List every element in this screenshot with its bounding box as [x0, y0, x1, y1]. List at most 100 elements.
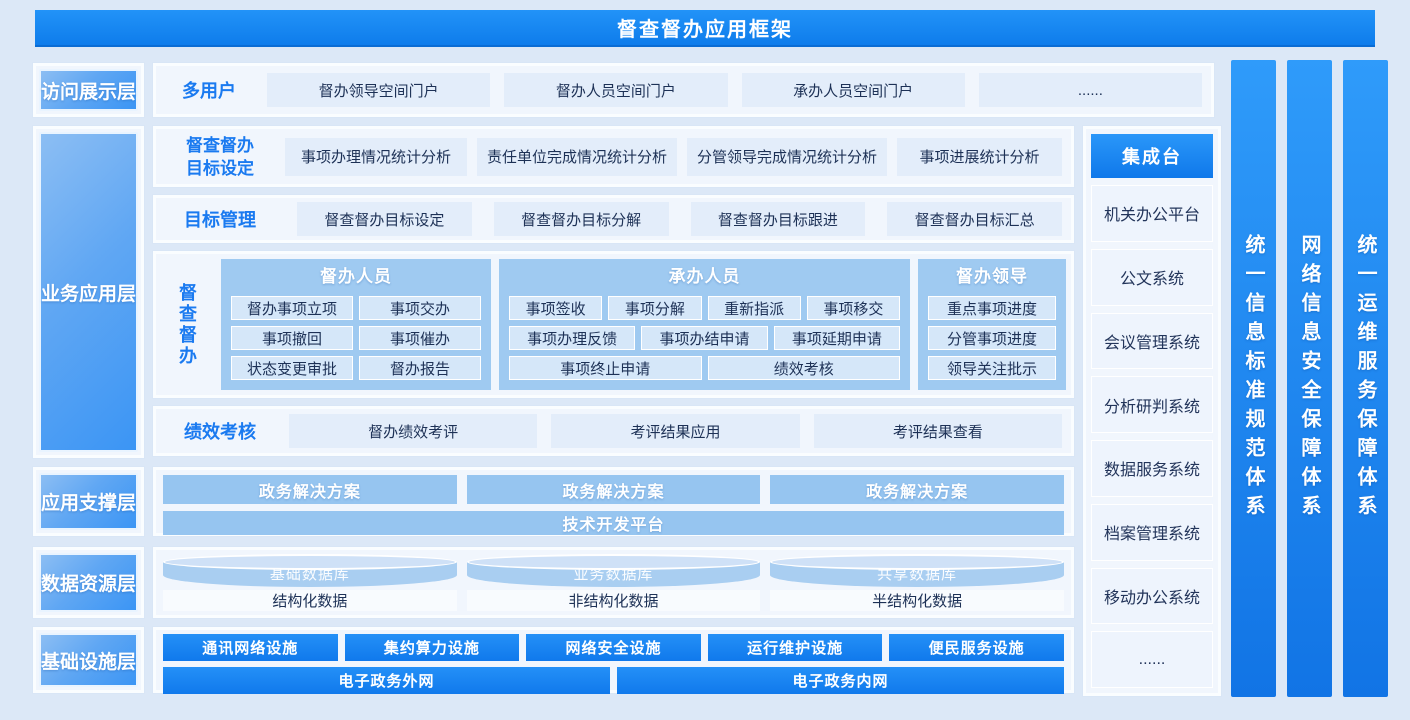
portal-more: ...... [978, 73, 1202, 107]
layer-tab-access: 访问展示层 [32, 62, 145, 118]
item-charge-progress: 分管事项进度 [928, 326, 1056, 350]
networks-row: 电子政务外网 电子政务内网 [163, 667, 1064, 694]
integration-header: 集成台 [1091, 134, 1213, 178]
item-performance-assess: 绩效考核 [707, 356, 900, 380]
item-transfer: 事项移交 [806, 296, 900, 320]
layer-tab-support-label: 应用支撑层 [39, 473, 139, 530]
db-business-type: 非结构化数据 [466, 590, 761, 611]
item-closure-request: 事项办结申请 [641, 326, 768, 350]
pillar-info-standard: 统一信息标准规范体系 [1231, 60, 1276, 697]
layer-tab-business-label: 业务应用层 [39, 132, 139, 452]
system-official-document: 公文系统 [1091, 248, 1213, 306]
target-setting-label: 督查督办 目标设定 [165, 134, 275, 180]
group-undertaking-staff-title: 承办人员 [668, 267, 741, 286]
database-cylinder: 业务数据库 [466, 554, 761, 587]
group-row: 督办事项立项 事项交办 [231, 296, 481, 320]
system-mobile-office: 移动办公系统 [1091, 567, 1213, 625]
target-setting-row: 督查督办 目标设定 事项办理情况统计分析 责任单位完成情况统计分析 分管领导完成… [152, 125, 1075, 188]
item-urging: 事项催办 [359, 326, 481, 350]
infra-row: 通讯网络设施 集约算力设施 网络安全设施 运行维护设施 便民服务设施 电子政务外… [152, 626, 1075, 694]
group-row: 事项终止申请 绩效考核 [509, 356, 900, 380]
layer-tab-business: 业务应用层 [32, 125, 145, 459]
egov-intranet: 电子政务内网 [617, 667, 1064, 694]
facilities-row: 通讯网络设施 集约算力设施 网络安全设施 运行维护设施 便民服务设施 [163, 634, 1064, 661]
integration-column: 集成台 机关办公平台 公文系统 会议管理系统 分析研判系统 数据服务系统 档案管… [1082, 125, 1222, 697]
multi-user-label: 多用户 [182, 81, 236, 101]
db-basic: 基础数据库 结构化数据 [163, 554, 457, 611]
stat-item-handling: 事项办理情况统计分析 [285, 137, 467, 176]
pillar-network-security: 网络信息安全保障体系 [1287, 60, 1332, 697]
group-row: 重点事项进度 [928, 296, 1056, 320]
gov-solution-2: 政务解决方案 [466, 475, 761, 504]
item-termination-request: 事项终止申请 [509, 356, 702, 380]
goal-decomposition: 督查督办目标分解 [493, 202, 669, 236]
db-shared-name: 共享数据库 [770, 562, 1065, 587]
system-office-platform: 机关办公平台 [1091, 185, 1213, 242]
system-data-service: 数据服务系统 [1091, 440, 1213, 497]
supervision-label: 督查督办 [177, 282, 197, 367]
group-supervising-leader: 督办领导 重点事项进度 分管事项进度 领导关注批示 [918, 259, 1066, 390]
group-supervising-staff: 督办人员 督办事项立项 事项交办 事项撤回 事项催办 状态变更审批 督办报告 [221, 259, 491, 390]
stat-unit-completion: 责任单位完成情况统计分析 [476, 137, 677, 176]
goal-setting: 督查督办目标设定 [297, 202, 472, 236]
db-shared-type: 半结构化数据 [770, 590, 1065, 611]
item-handling-feedback: 事项办理反馈 [509, 326, 636, 350]
layer-tab-data: 数据资源层 [32, 546, 145, 619]
cylinder-top [770, 554, 1065, 570]
target-setting-label-line1: 督查督办 [186, 135, 254, 155]
group-supervising-staff-title: 督办人员 [320, 267, 392, 286]
group-row: 事项办理反馈 事项办结申请 事项延期申请 [509, 326, 900, 350]
system-meeting-mgmt: 会议管理系统 [1091, 312, 1213, 370]
perf-result-application: 考评结果应用 [551, 414, 800, 448]
item-project-initiation: 督办事项立项 [231, 296, 353, 320]
gov-solution-1: 政务解决方案 [163, 475, 457, 504]
egov-extranet: 电子政务外网 [163, 667, 610, 694]
perf-result-view: 考评结果查看 [813, 414, 1062, 448]
goal-mgmt-row: 目标管理 督查督办目标设定 督查督办目标分解 督查督办目标跟进 督查督办目标汇总 [152, 194, 1075, 244]
facility-public-service: 便民服务设施 [889, 634, 1064, 661]
db-basic-type: 结构化数据 [163, 590, 457, 611]
item-key-progress: 重点事项进度 [928, 296, 1056, 320]
layer-tab-support: 应用支撑层 [32, 466, 145, 537]
facility-computing: 集约算力设施 [344, 634, 520, 661]
group-row: 状态变更审批 督办报告 [231, 356, 481, 380]
portal-supervising-leader: 督办领导空间门户 [267, 73, 491, 107]
solutions-row: 政务解决方案 政务解决方案 政务解决方案 [163, 475, 1065, 504]
cylinder-top [466, 554, 761, 570]
facility-comm-network: 通讯网络设施 [163, 634, 338, 661]
dev-platform: 技术开发平台 [163, 511, 1064, 535]
group-row: 领导关注批示 [928, 356, 1056, 380]
portal-supervising-staff: 督办人员空间门户 [504, 73, 728, 107]
goal-followup: 督查督办目标跟进 [690, 202, 866, 236]
item-decompose: 事项分解 [608, 296, 702, 320]
item-withdrawal: 事项撤回 [231, 326, 353, 350]
goal-mgmt-label: 目标管理 [184, 210, 256, 230]
goal-summary: 督查督办目标汇总 [887, 202, 1062, 236]
page-title: 督查督办应用框架 [35, 10, 1375, 47]
item-assignment: 事项交办 [359, 296, 481, 320]
group-undertaking-staff: 承办人员 事项签收 事项分解 重新指派 事项移交 事项办理反馈 事项办结申请 事… [499, 259, 910, 390]
database-cylinder: 共享数据库 [770, 554, 1065, 587]
stat-leader-completion: 分管领导完成情况统计分析 [686, 137, 887, 176]
cylinder-top [163, 554, 457, 570]
system-analysis-judgment: 分析研判系统 [1091, 376, 1213, 433]
group-row: 事项签收 事项分解 重新指派 事项移交 [509, 296, 900, 320]
perf-evaluation: 督办绩效考评 [289, 414, 538, 448]
db-business: 业务数据库 非结构化数据 [466, 554, 761, 611]
db-shared: 共享数据库 半结构化数据 [770, 554, 1065, 611]
support-row: 政务解决方案 政务解决方案 政务解决方案 技术开发平台 [152, 466, 1075, 537]
item-status-change-approval: 状态变更审批 [231, 356, 353, 380]
database-cylinder: 基础数据库 [163, 554, 457, 587]
layer-tab-data-label: 数据资源层 [39, 553, 139, 612]
item-reassign: 重新指派 [707, 296, 801, 320]
group-supervising-leader-title: 督办领导 [956, 267, 1028, 286]
performance-label: 绩效考核 [184, 422, 256, 442]
item-extension-request: 事项延期申请 [773, 326, 900, 350]
data-row: 基础数据库 结构化数据 业务数据库 非结构化数据 共享数据库 半结构化数据 [152, 546, 1075, 619]
item-sign-receipt: 事项签收 [509, 296, 603, 320]
group-row: 事项撤回 事项催办 [231, 326, 481, 350]
item-supervision-report: 督办报告 [359, 356, 481, 380]
target-setting-label-line2: 目标设定 [186, 158, 254, 178]
gov-solution-3: 政务解决方案 [770, 475, 1065, 504]
